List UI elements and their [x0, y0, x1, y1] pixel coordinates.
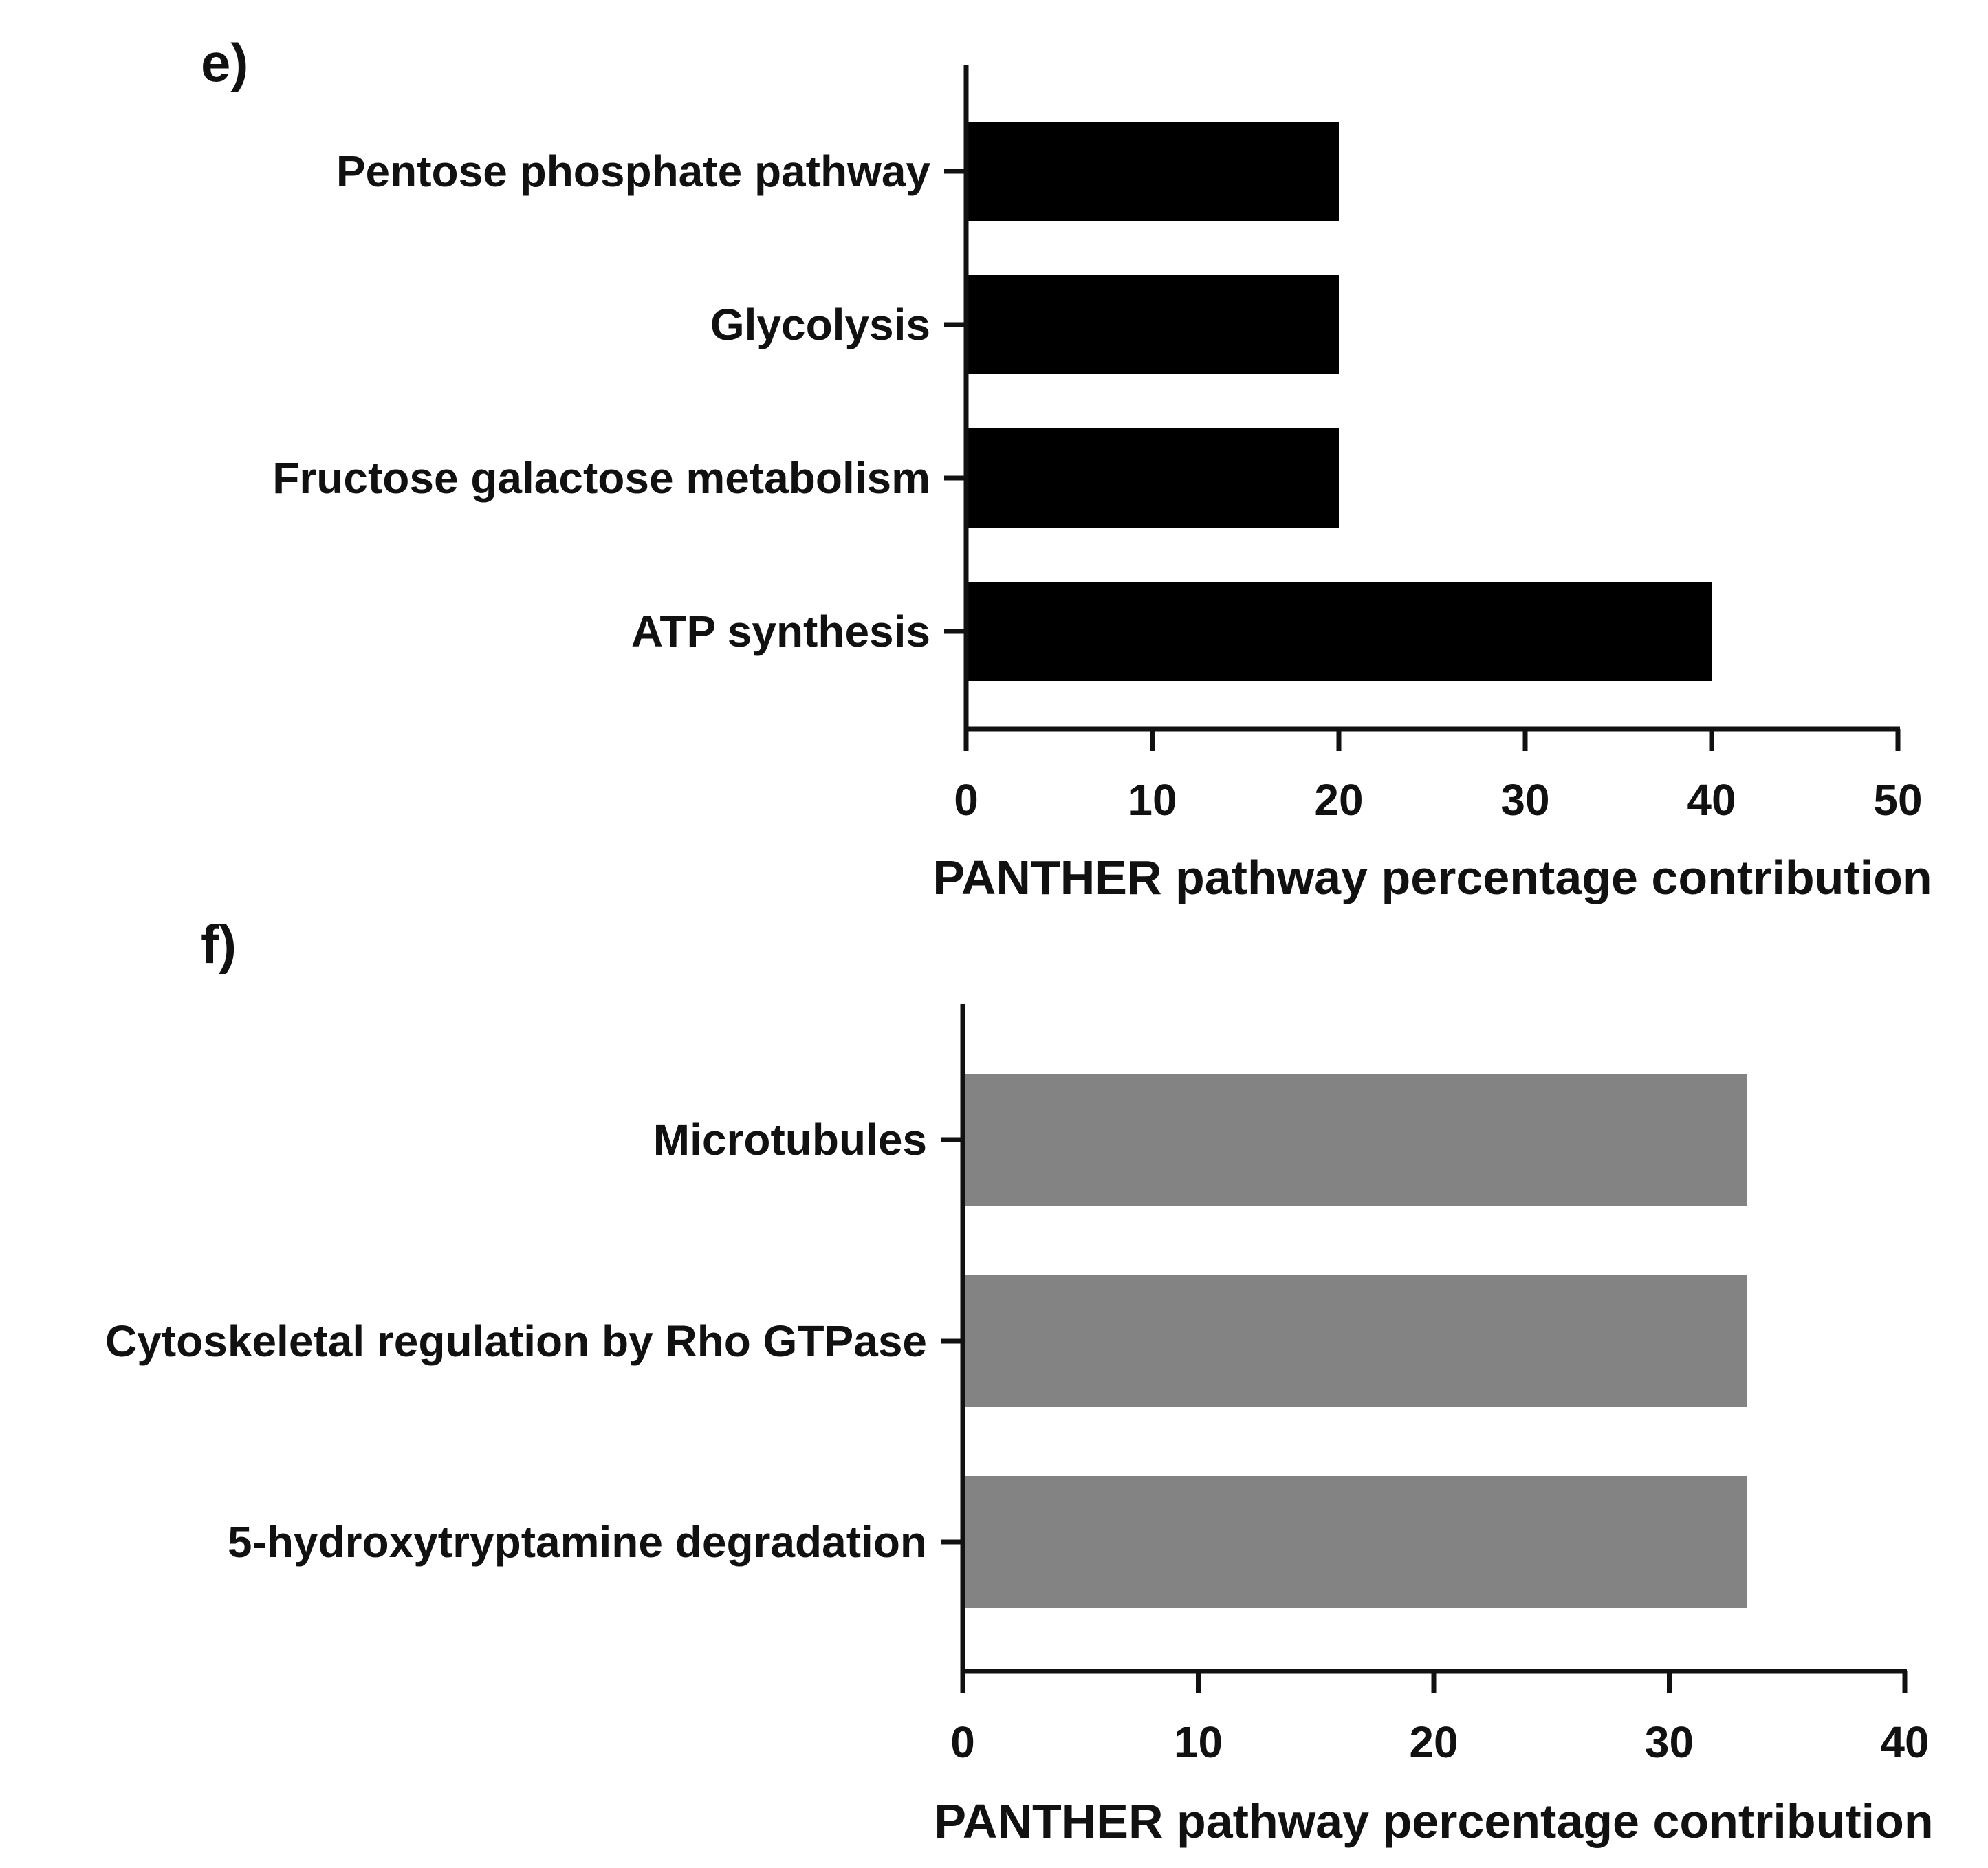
bar-5-hydroxytryptamine-degradation [963, 1476, 1747, 1608]
panel-f-x-axis-label: PANTHER pathway percentage contribution [934, 1794, 1933, 1848]
x-tick-label: 40 [1880, 1717, 1929, 1767]
x-tick-label: 20 [1409, 1717, 1458, 1767]
category-label: 5-hydroxytryptamine degradation [228, 1517, 927, 1567]
panel-e-x-ticks: 0 10 20 30 40 50 [954, 729, 1923, 825]
category-label: Glycolysis [710, 300, 930, 349]
bar-fructose-galactose-metabolism [966, 428, 1339, 528]
panel-f-bars [963, 1074, 1747, 1608]
panel-f-x-ticks: 0 10 20 30 40 [950, 1671, 1930, 1767]
x-tick-label: 0 [954, 775, 979, 825]
x-tick-label: 40 [1687, 775, 1736, 825]
category-label: Fructose galactose metabolism [272, 453, 930, 503]
panel-e: e) Pentose phosphate pathwayGlycolysisFr… [201, 32, 1932, 904]
x-tick-label: 0 [950, 1717, 975, 1767]
bar-atp-synthesis [966, 582, 1712, 681]
x-tick-label: 20 [1314, 775, 1363, 825]
bar-pentose-phosphate-pathway [966, 122, 1339, 221]
x-tick-label: 10 [1128, 775, 1177, 825]
category-label: ATP synthesis [631, 607, 930, 656]
category-label: Pentose phosphate pathway [336, 146, 931, 196]
x-tick-label: 50 [1873, 775, 1922, 825]
panel-e-label: e) [201, 32, 248, 93]
category-label: Microtubules [653, 1115, 927, 1164]
x-tick-label: 10 [1174, 1717, 1223, 1767]
panel-e-bars [966, 122, 1712, 681]
panel-e-category-labels: Pentose phosphate pathwayGlycolysisFruct… [272, 146, 966, 656]
category-label: Cytoskeletal regulation by Rho GTPase [105, 1316, 927, 1366]
bar-microtubules [963, 1074, 1747, 1206]
x-tick-label: 30 [1500, 775, 1549, 825]
panel-e-x-axis-label: PANTHER pathway percentage contribution [932, 851, 1932, 904]
bar-glycolysis [966, 275, 1339, 374]
bar-cytoskeletal-regulation-by-rho-gtpase [963, 1275, 1747, 1407]
panel-f-label: f) [201, 914, 237, 975]
x-tick-label: 30 [1645, 1717, 1694, 1767]
